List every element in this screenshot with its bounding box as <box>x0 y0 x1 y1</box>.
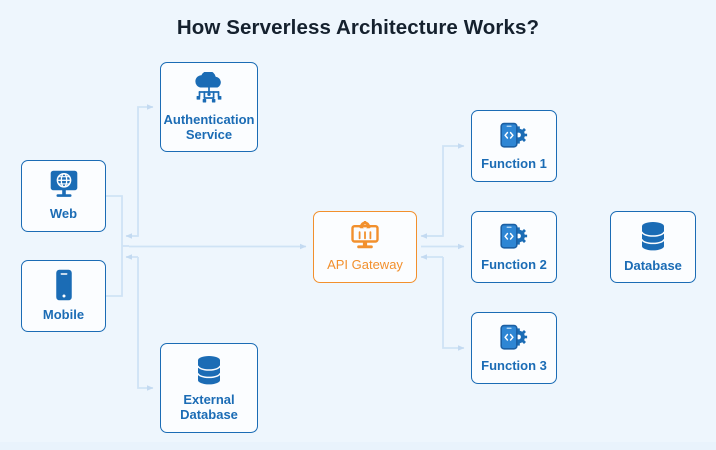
node-label: Function 3 <box>481 358 547 374</box>
code-gear-icon <box>497 221 531 251</box>
page-title: How Serverless Architecture Works? <box>176 16 540 39</box>
node-database[interactable]: Database <box>610 211 696 283</box>
node-authentication-service[interactable]: Authentication Service <box>160 62 258 152</box>
node-external-database[interactable]: External Database <box>160 343 258 433</box>
node-label: Database <box>624 258 682 274</box>
connector-bus-to-auth <box>129 104 154 237</box>
node-label: Authentication Service <box>163 111 255 142</box>
bottom-band <box>0 442 716 450</box>
node-api-gateway[interactable]: API Gateway <box>313 211 417 283</box>
code-gear-icon <box>497 322 531 352</box>
connector-bus-to-extdb <box>137 257 154 391</box>
connector-gateway-to-function-1 <box>424 143 465 237</box>
monitor-globe-icon <box>47 170 81 200</box>
node-function-3[interactable]: Function 3 <box>471 312 557 384</box>
code-gear-icon <box>497 120 531 150</box>
node-function-2[interactable]: Function 2 <box>471 211 557 283</box>
monitor-gear-icon <box>348 221 382 251</box>
connector-gateway-to-function-3 <box>442 257 465 351</box>
node-label: Function 1 <box>481 156 547 172</box>
cloud-circuit-icon <box>189 70 229 106</box>
node-mobile[interactable]: Mobile <box>21 260 106 332</box>
node-label: External Database <box>180 391 238 422</box>
node-label: Function 2 <box>481 257 547 273</box>
node-web[interactable]: Web <box>21 160 106 232</box>
node-label: Mobile <box>42 307 85 323</box>
node-label: API Gateway <box>327 257 403 273</box>
smartphone-icon <box>52 269 76 301</box>
database-cylinder-icon <box>637 220 669 252</box>
database-cylinder-icon <box>193 354 225 386</box>
node-function-1[interactable]: Function 1 <box>471 110 557 182</box>
connector-clients-bracket <box>106 195 123 297</box>
node-label: Web <box>49 206 78 222</box>
